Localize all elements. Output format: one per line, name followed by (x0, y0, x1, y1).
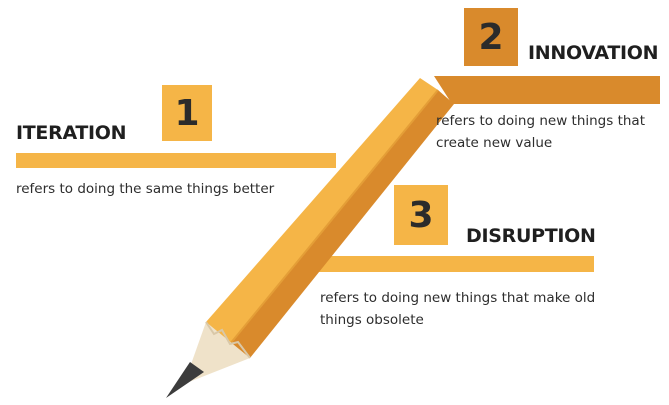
number-box-2: 2 (464, 8, 518, 66)
iteration-heading: ITERATION (16, 122, 127, 144)
number-3: 3 (408, 194, 434, 236)
pencil-lead (166, 362, 204, 398)
disruption-description: refers to doing new things that make old… (320, 290, 596, 328)
innovation-line (434, 76, 660, 104)
number-box-1: 1 (162, 85, 212, 141)
number-2: 2 (478, 16, 504, 58)
pencil-body-dark (230, 90, 454, 358)
iteration-line (16, 153, 336, 168)
disruption-line (306, 256, 594, 272)
disruption-heading: DISRUPTION (466, 225, 596, 247)
innovation-heading: INNOVATION (528, 42, 659, 64)
iteration-description: refers to doing the same things better (16, 181, 275, 197)
pencil-wood-tip (184, 322, 250, 384)
innovation-description: refers to doing new things that create n… (436, 113, 645, 151)
pencil-wood-scallop (205, 321, 251, 359)
pencil-body-light (206, 78, 438, 344)
number-box-3: 3 (394, 185, 448, 245)
number-1: 1 (174, 92, 200, 134)
pencil-ridge (229, 89, 439, 345)
